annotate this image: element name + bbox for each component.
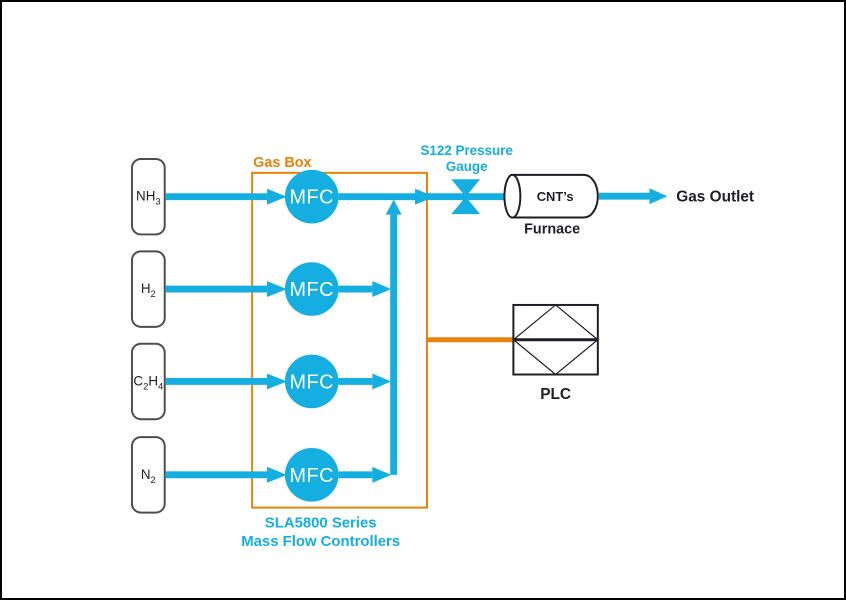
mfc-4 — [284, 448, 339, 502]
cylinder-nh3-label: NH3 — [136, 189, 161, 207]
cylinder-h2-label: H2 — [141, 281, 156, 299]
cylinder-n2 — [130, 436, 166, 514]
pressure-gauge-icon-lower — [451, 196, 481, 215]
arrowhead-gas-outlet — [649, 188, 668, 205]
arrowhead-h2-inlet — [267, 281, 287, 298]
furnace-left-cap — [503, 173, 522, 219]
plc-label: PLC — [540, 386, 571, 403]
arrowhead-c2h4-inlet — [267, 373, 287, 390]
series-caption-line2: Mass Flow Controllers — [241, 534, 400, 550]
cylinder-n2-label: N2 — [141, 467, 156, 485]
mfc-3 — [284, 354, 339, 409]
series-caption-line1: SLA5800 Series — [265, 515, 377, 531]
arrowhead-n2-inlet — [267, 466, 287, 483]
pressure-gauge-label-line1: S122 Pressure — [420, 143, 512, 158]
cylinder-nh3 — [130, 157, 166, 236]
mfc-2 — [284, 262, 339, 316]
cylinder-h2 — [130, 250, 166, 328]
mfc-1-label: MFC — [289, 187, 334, 209]
gas-box-outline — [251, 171, 428, 509]
cylinder-c2h4 — [130, 342, 166, 421]
mfc-4-label: MFC — [289, 465, 334, 487]
furnace-tube-label: CNT’s — [537, 189, 574, 204]
plc-diamond-icon — [512, 304, 599, 376]
arrowhead-main-outlet — [415, 188, 435, 205]
arrowhead-nh3-inlet — [267, 188, 287, 205]
arrowhead-n2-outlet — [372, 466, 392, 483]
mfc-3-label: MFC — [289, 371, 334, 393]
arrowhead-c2h4-outlet — [372, 373, 392, 390]
pressure-gauge-label-line2: Gauge — [446, 159, 488, 174]
arrowhead-h2-outlet — [372, 281, 392, 298]
furnace-label: Furnace — [524, 221, 580, 237]
mfc-2-label: MFC — [289, 279, 334, 301]
gas-box-label: Gas Box — [253, 155, 311, 171]
pressure-gauge-icon — [451, 179, 481, 197]
gas-outlet-label: Gas Outlet — [676, 189, 754, 206]
mfc-1 — [284, 169, 339, 224]
riser-up-arrowhead — [385, 199, 402, 215]
furnace-body — [511, 173, 599, 219]
cylinder-c2h4-label: C2H4 — [133, 373, 163, 391]
